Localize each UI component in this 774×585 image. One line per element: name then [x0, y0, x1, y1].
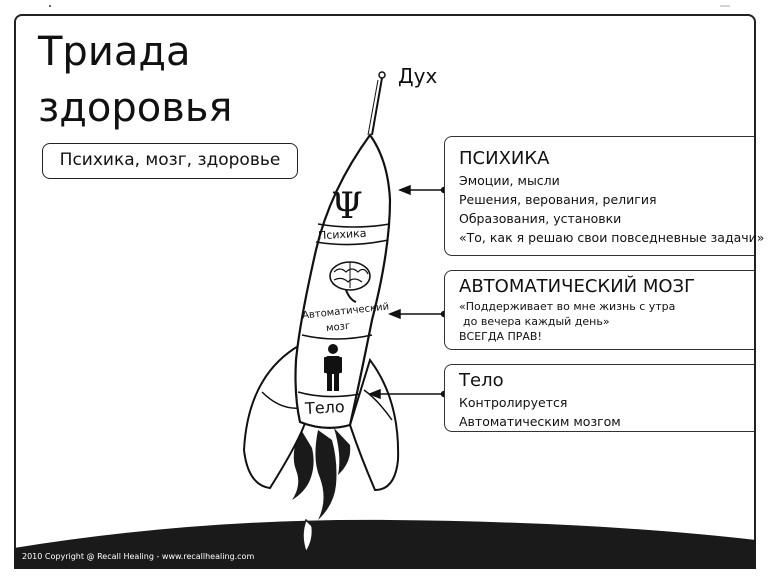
- connector-arrows: [367, 184, 448, 400]
- psyche-line: «То, как я решаю свои повседневные задач…: [459, 230, 765, 245]
- antenna-tip: [378, 71, 386, 79]
- psi-symbol: Ψ: [331, 186, 363, 227]
- psyche-line: Решения, верования, религия: [459, 192, 657, 207]
- antenna: [371, 77, 383, 136]
- body-line: Автоматическим мозгом: [459, 414, 621, 429]
- left-fin: [242, 343, 308, 490]
- auto-brain-info-box: АВТОМАТИЧЕСКИЙ МОЗГ «Поддерживает во мне…: [444, 270, 754, 350]
- psyche-line: Образования, установки: [459, 211, 622, 226]
- right-fin-fold: [363, 389, 393, 421]
- subtitle-box: Психика, мозг, здоровье: [42, 143, 298, 179]
- rocket-label-body: Тело: [304, 396, 346, 419]
- psyche-heading: ПСИХИКА: [459, 148, 550, 169]
- right-fin: [348, 357, 400, 492]
- person-icon: [324, 344, 342, 391]
- ground: [14, 519, 756, 569]
- page-title: Триада здоровья: [38, 24, 232, 136]
- psyche-line: Эмоции, мысли: [459, 173, 560, 188]
- body-info-box: Тело Контролируется Автоматическим мозго…: [444, 364, 754, 432]
- spirit-label: Дух: [398, 64, 438, 88]
- auto-brain-line: «Поддерживает во мне жизнь с утра: [459, 300, 676, 313]
- copyright-notice: 2010 Copyright @ Recall Healing - www.re…: [22, 552, 255, 561]
- body-heading: Тело: [459, 370, 504, 391]
- brain-icon: [329, 261, 371, 303]
- auto-brain-heading: АВТОМАТИЧЕСКИЙ МОЗГ: [459, 276, 696, 297]
- auto-brain-line: до вечера каждый день»: [463, 315, 610, 328]
- auto-brain-line: ВСЕГДА ПРАВ!: [459, 330, 542, 343]
- title-line-2: здоровья: [38, 85, 233, 131]
- title-line-1: Триада: [38, 29, 191, 75]
- rocket-label-psyche: Психика: [317, 226, 367, 243]
- psyche-info-box: ПСИХИКА Эмоции, мысли Решения, верования…: [444, 136, 765, 256]
- body-line: Контролируется: [459, 395, 568, 410]
- exhaust-flames: [292, 428, 351, 554]
